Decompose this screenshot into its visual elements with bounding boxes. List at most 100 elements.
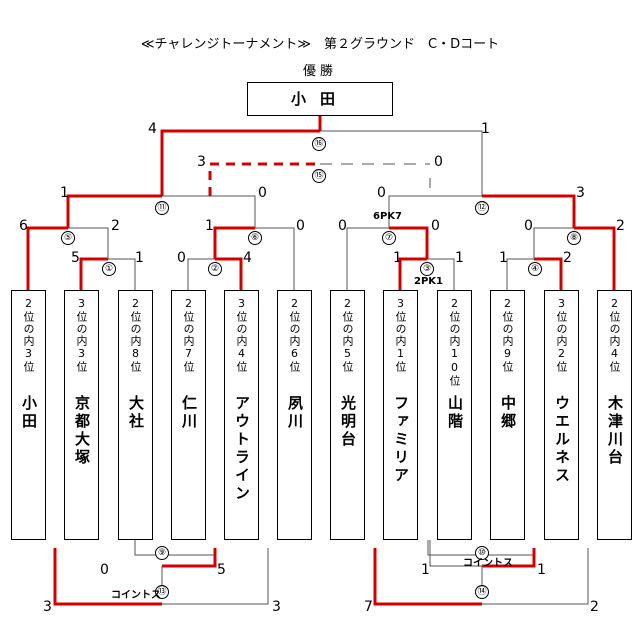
score: 3: [576, 185, 585, 201]
team-rank: 2位の内8位: [129, 297, 142, 373]
team-rank: 2位の内6位: [288, 297, 301, 373]
bracket-line: [134, 540, 215, 556]
score: 0: [377, 185, 386, 201]
bracket-line: [68, 227, 109, 259]
score: 2: [563, 250, 572, 266]
match-number: ⑨: [155, 546, 169, 560]
match-number: ③: [420, 262, 434, 276]
score: 6: [19, 218, 28, 234]
score: 1: [205, 218, 214, 234]
winner-path: [213, 226, 255, 259]
winner-path: [534, 257, 563, 290]
team-rank: 3位の内3位: [75, 297, 88, 373]
score: 5: [217, 562, 226, 578]
team-box: 3位の内2位ウエルネス: [544, 290, 579, 540]
score: 1: [537, 562, 546, 578]
match-number: ⑦: [382, 231, 396, 245]
winner-path: [398, 257, 427, 290]
coin-toss-note: コイントス: [111, 590, 161, 601]
match-number: ②: [208, 262, 222, 276]
score: 4: [148, 121, 157, 137]
bracket-line: [162, 548, 269, 605]
team-name: 中郷: [499, 395, 517, 431]
team-box: 3位の内1位ファミリア: [383, 290, 418, 540]
team-name: 大社: [127, 395, 145, 431]
score: 0: [296, 218, 305, 234]
score: 3: [272, 599, 281, 615]
match-number: ⑫: [475, 201, 489, 215]
match-number: ①: [102, 262, 116, 276]
score: 3: [197, 154, 206, 170]
score: 0: [431, 218, 440, 234]
team-name: アウトライン: [233, 395, 251, 503]
winner-path: [162, 548, 217, 568]
team-name: 山階: [446, 395, 464, 431]
match-number: ⑤: [61, 231, 75, 245]
winner-path: [389, 226, 429, 259]
team-name: ファミリア: [392, 395, 410, 485]
bracket-line: [162, 195, 256, 228]
bracket-line: [427, 540, 482, 556]
team-box: 2位の内4位木津川台: [597, 290, 632, 540]
team-rank: 2位の内9位: [501, 297, 514, 373]
winner-path: [482, 548, 536, 568]
score: 4: [243, 250, 252, 266]
winner-path: [26, 226, 68, 290]
winner-path: [482, 194, 576, 228]
score: 1: [393, 250, 402, 266]
bracket-line: [506, 258, 534, 290]
score: 1: [499, 250, 508, 266]
winner-path: [66, 194, 162, 228]
team-box: 2位の内8位大社: [118, 290, 153, 540]
winner-path: [160, 129, 320, 196]
score: 0: [338, 218, 347, 234]
match-number: ⑯: [312, 137, 326, 151]
team-box: 3位の内3位京都大塚: [64, 290, 99, 540]
team-box: 2位の内7位仁川: [171, 290, 206, 540]
team-rank: 2位の内3位: [22, 297, 35, 373]
bracket-line: [427, 258, 455, 290]
bracket-line: [187, 258, 215, 290]
score: 1: [135, 250, 144, 266]
match-number: ⑮: [312, 169, 326, 183]
score: 2: [590, 599, 599, 615]
winner-path: [574, 226, 616, 290]
champion-heading: 優勝: [302, 64, 337, 79]
winner-path: [215, 257, 243, 290]
team-rank: 2位の内4位: [608, 297, 621, 373]
match-number: ④: [528, 262, 542, 276]
pk-note: 6PK7: [373, 211, 402, 222]
coin-toss-note: コイントス: [463, 558, 513, 569]
score: 0: [177, 250, 186, 266]
team-name: 仁川: [180, 395, 198, 431]
score: 1: [421, 562, 430, 578]
score: 1: [60, 185, 69, 201]
team-rank: 3位の内4位: [235, 297, 248, 373]
team-name: 京都大塚: [73, 395, 91, 467]
team-name: 木津川台: [606, 395, 624, 467]
score: 5: [71, 250, 80, 266]
team-box: 2位の内5位光明台: [330, 290, 365, 540]
bracket-line: [533, 227, 574, 259]
team-box: 2位の内9位中郷: [490, 290, 525, 540]
team-box: 3位の内4位アウトライン: [224, 290, 259, 540]
team-rank: 3位の内2位: [555, 297, 568, 373]
match-number: ⑧: [567, 231, 581, 245]
winner-path: [79, 257, 108, 290]
match-number: ⑩: [475, 546, 489, 560]
winner-path: [373, 548, 482, 606]
team-rank: 2位の内7位: [182, 297, 195, 373]
team-name: ウエルネス: [553, 395, 571, 485]
score: 2: [111, 218, 120, 234]
bracket-line: [255, 227, 295, 290]
team-rank: 2位の内10位: [448, 297, 461, 387]
score: 0: [434, 154, 443, 170]
pk-note: 2PK1: [414, 276, 443, 287]
bracket-line: [320, 130, 483, 196]
page-title: ≪チャレンジトーナメント≫ 第２グラウンド C・Dコート: [140, 37, 500, 52]
team-name: 夙川: [286, 395, 304, 431]
score: 1: [455, 250, 464, 266]
winner-path: [208, 162, 320, 196]
